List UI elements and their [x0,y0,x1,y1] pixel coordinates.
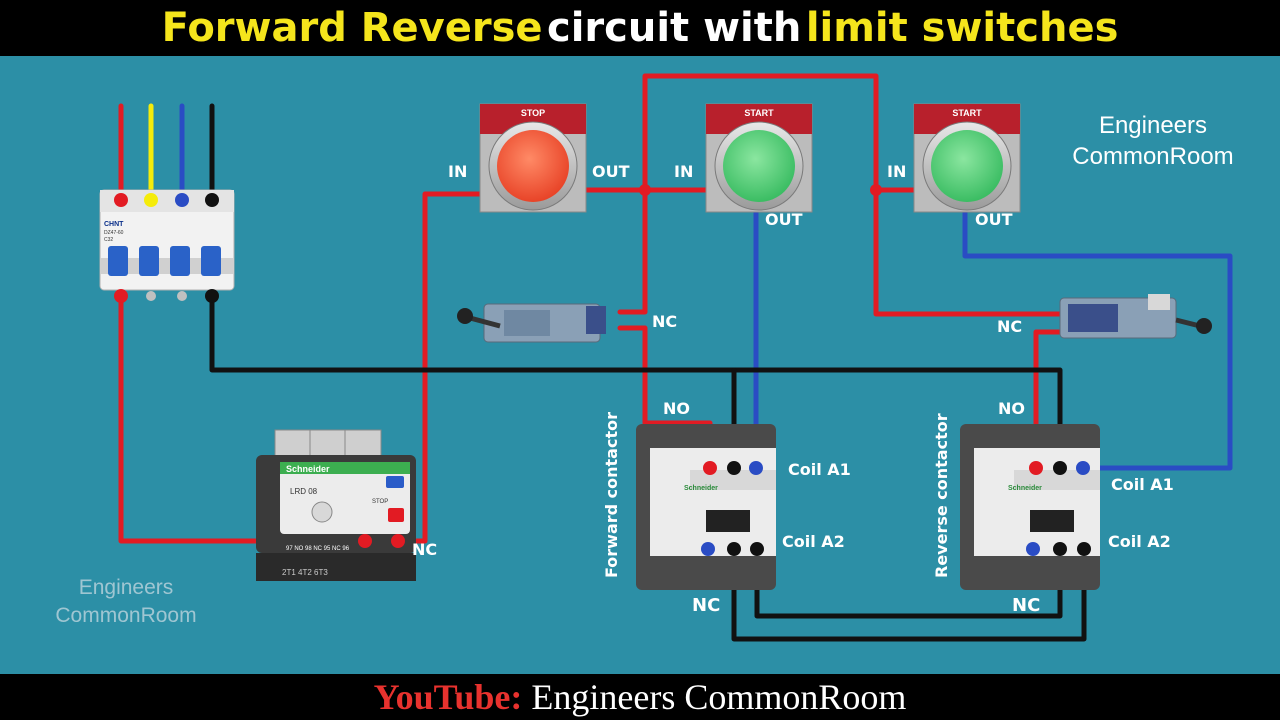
stop-button-cap[interactable] [497,130,569,202]
forward-no-terminal [703,461,717,475]
start-reverse-in-label: IN [887,162,906,181]
limit-left-nc-label: NC [652,312,677,331]
junction-dots [639,184,882,196]
limit-switch-right[interactable] [1059,294,1212,339]
junction-dot [870,184,882,196]
footer-bar: YouTube: Engineers CommonRoom [0,674,1280,720]
forward-neutral-terminal [727,461,741,475]
reverse-coil-a1-label: Coil A1 [1111,475,1174,494]
reverse-neutral-terminal [1053,461,1067,475]
reverse-contactor-name: Reverse contactor [932,413,951,578]
stop-in-label: IN [448,162,467,181]
watermark-left-line2: CommonRoom [55,604,196,627]
start-forward-out-label: OUT [765,210,803,229]
breaker-screw [177,291,187,301]
limit-left-roller [457,308,473,324]
forward-contactor-brand: Schneider [684,485,718,492]
forward-contactor[interactable]: Schneider [636,424,776,590]
watermark-top-line1: Engineers [1099,112,1207,139]
watermark-top-line2: CommonRoom [1072,143,1233,170]
forward-contactor-window [706,510,750,532]
start-reverse-label: START [952,108,982,118]
reverse-nc-label: NC [1012,595,1040,616]
limit-right-nc-label: NC [997,317,1022,336]
reverse-contactor[interactable]: Schneider [960,424,1100,590]
reverse-interlock-terminal [1077,542,1091,556]
breaker-terminal-l3 [175,193,189,207]
forward-a2-terminal [727,542,741,556]
reverse-nc-terminal [1026,542,1040,556]
overload-stop-text: STOP [372,499,388,505]
forward-nc-label: NC [692,595,720,616]
wire-top-loop [642,73,879,193]
forward-nc-terminal [701,542,715,556]
reverse-no-label: NO [998,399,1025,418]
limit-right-roller [1196,318,1212,334]
forward-no-label: NO [663,399,690,418]
forward-a1-terminal [749,461,763,475]
reverse-a1-terminal [1076,461,1090,475]
stop-button[interactable]: STOP [479,103,587,213]
overload-input-terminal [358,534,372,548]
breaker-brand: CHNT [104,221,124,228]
wire-to-left-limit [617,187,648,315]
forward-coil-a1-label: Coil A1 [788,460,851,479]
title-part-3: limit switches [805,5,1119,51]
overload-relay[interactable]: Schneider LRD 08 STOP 97 NO 98 NC 95 NC … [256,429,416,581]
start-reverse-cap[interactable] [931,130,1003,202]
reverse-contactor-window [1030,510,1074,532]
start-forward-cap[interactable] [723,130,795,202]
title-part-1: Forward Reverse [161,5,543,51]
wire-right-limit-to-reverse [1033,329,1063,471]
start-forward-label: START [744,108,774,118]
start-reverse-button[interactable]: START [913,103,1021,213]
footer-channel: Engineers CommonRoom [531,677,907,717]
wire-to-right-limit [873,187,1063,317]
watermark-left-line1: Engineers [79,576,174,599]
forward-coil-a2-label: Coil A2 [782,532,845,551]
breaker-screw [146,291,156,301]
footer-prefix: YouTube: [373,677,523,717]
overload-nc-terminal [391,534,405,548]
reverse-contactor-brand: Schneider [1008,485,1042,492]
overload-dial[interactable] [311,501,333,523]
stop-out-label: OUT [592,162,630,181]
junction-dot [639,184,651,196]
start-forward-button[interactable]: START [705,103,813,213]
wire-neutral-bus [209,293,1063,471]
overload-bottom-terminals: 2T1 4T2 6T3 [282,568,328,577]
forward-interlock-terminal [750,542,764,556]
breaker-terminal-n [205,193,219,207]
overload-model: LRD 08 [290,487,318,496]
limit-switch-left[interactable] [457,303,606,343]
title-bar: Forward Reverse circuit with limit switc… [0,0,1280,56]
title-part-2: circuit with [547,5,802,51]
overload-nc-label: NC [412,540,437,559]
breaker-model: DZ47-60 [104,230,124,236]
overload-test-button[interactable] [386,476,404,488]
overload-terminals: 97 NO 98 NC 95 NC 96 [286,546,350,552]
wire-reverse-coil [962,202,1233,471]
stop-button-label: STOP [521,108,545,118]
start-reverse-out-label: OUT [975,210,1013,229]
forward-contactor-name: Forward contactor [602,412,621,578]
breaker-rating: C32 [104,237,113,243]
overload-stop-button[interactable] [388,508,404,522]
reverse-no-terminal [1029,461,1043,475]
circuit-breaker[interactable]: CHNT DZ47-60 C32 [99,189,235,303]
start-forward-in-label: IN [674,162,693,181]
breaker-out-terminal [114,289,128,303]
breaker-terminal-l2 [144,193,158,207]
overload-brand: Schneider [286,464,330,474]
breaker-terminal-l1 [114,193,128,207]
breaker-neutral-out [205,289,219,303]
reverse-coil-a2-label: Coil A2 [1108,532,1171,551]
wire-interlock-2 [731,546,1087,642]
reverse-a2-terminal [1053,542,1067,556]
